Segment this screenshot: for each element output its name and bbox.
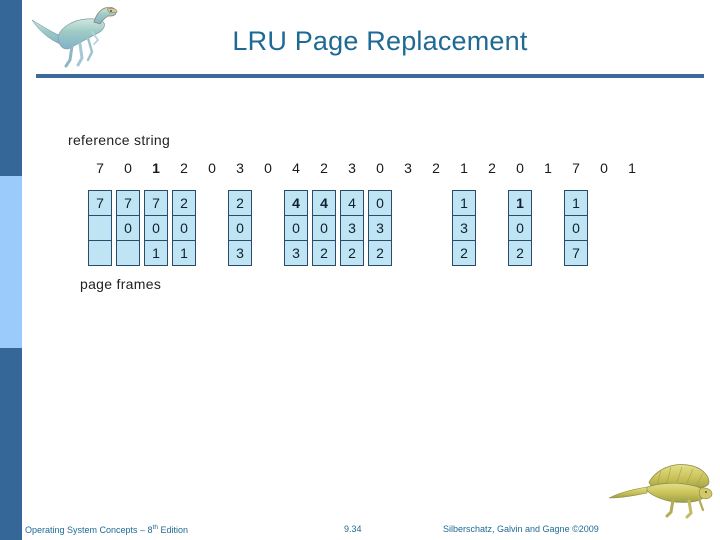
- reference-string-value-18: 0: [600, 160, 608, 176]
- reference-string-value-0: 7: [96, 160, 104, 176]
- page-title: LRU Page Replacement: [232, 26, 528, 56]
- slide-number: 9.34: [344, 524, 362, 534]
- page-frame-cell-1-0: 7: [116, 190, 140, 216]
- page-frame-cell-7-0: 4: [284, 190, 308, 216]
- reference-string-value-15: 0: [516, 160, 524, 176]
- footer-copyright: Silberschatz, Galvin and Gagne ©2009: [443, 524, 599, 534]
- page-frame-cell-2-1: 0: [144, 215, 168, 241]
- page-frame-cell-7-1: 0: [284, 215, 308, 241]
- reference-string-value-3: 2: [180, 160, 188, 176]
- page-frame-cell-8-2: 2: [312, 240, 336, 266]
- page-frame-cell-17-0: 1: [564, 190, 588, 216]
- reference-string-value-2: 1: [152, 160, 160, 176]
- reference-string-value-7: 4: [292, 160, 300, 176]
- reference-string-value-12: 2: [432, 160, 440, 176]
- footer-edition-pre: Operating System Concepts – 8: [25, 525, 153, 535]
- reference-string-label: reference string: [68, 132, 171, 148]
- reference-string-value-11: 3: [404, 160, 412, 176]
- dinosaur-icon: [28, 2, 120, 68]
- page-frame-cell-8-1: 0: [312, 215, 336, 241]
- reference-string-value-6: 0: [264, 160, 272, 176]
- reference-string-value-9: 3: [348, 160, 356, 176]
- dimetrodon-icon: [605, 458, 713, 520]
- page-frames-label: page frames: [80, 276, 162, 292]
- reference-string-value-19: 1: [628, 160, 636, 176]
- page-frame-column-0: 7: [88, 190, 112, 266]
- page-frame-cell-5-2: 3: [228, 240, 252, 266]
- page-frame-cell-15-2: 2: [508, 240, 532, 266]
- page-frame-cell-1-1: 0: [116, 215, 140, 241]
- page-frame-cell-0-0: 7: [88, 190, 112, 216]
- page-frame-cell-13-0: 1: [452, 190, 476, 216]
- page-frame-cell-3-2: 1: [172, 240, 196, 266]
- page-frame-cell-9-2: 2: [340, 240, 364, 266]
- footer-edition-text: Operating System Concepts – 8th Edition: [25, 524, 188, 535]
- page-frame-cell-13-1: 3: [452, 215, 476, 241]
- page-frame-cell-7-2: 3: [284, 240, 308, 266]
- page-frame-cell-9-0: 4: [340, 190, 364, 216]
- page-frame-cell-3-1: 0: [172, 215, 196, 241]
- page-frame-cell-10-1: 3: [368, 215, 392, 241]
- page-frame-cell-0-1: [88, 215, 112, 241]
- reference-string-value-5: 3: [236, 160, 244, 176]
- page-frame-cell-5-1: 0: [228, 215, 252, 241]
- page-frame-cell-13-2: 2: [452, 240, 476, 266]
- page-frame-cell-10-0: 0: [368, 190, 392, 216]
- page-frame-cell-17-2: 7: [564, 240, 588, 266]
- page-frame-cell-2-0: 7: [144, 190, 168, 216]
- page-frame-cell-8-0: 4: [312, 190, 336, 216]
- page-frame-cell-17-1: 0: [564, 215, 588, 241]
- reference-string-value-14: 2: [488, 160, 496, 176]
- page-frame-cell-1-2: [116, 240, 140, 266]
- page-frame-cell-15-1: 0: [508, 215, 532, 241]
- reference-string-value-17: 7: [572, 160, 580, 176]
- reference-string-value-4: 0: [208, 160, 216, 176]
- page-frame-cell-15-0: 1: [508, 190, 532, 216]
- reference-string-value-1: 0: [124, 160, 132, 176]
- reference-string-value-10: 0: [376, 160, 384, 176]
- footer-edition-post: Edition: [158, 525, 189, 535]
- page-frame-cell-3-0: 2: [172, 190, 196, 216]
- page-frame-cell-2-2: 1: [144, 240, 168, 266]
- title-underline-rule: [36, 74, 704, 78]
- reference-string-value-8: 2: [320, 160, 328, 176]
- page-frame-cell-5-0: 2: [228, 190, 252, 216]
- footer-edition-superscript: th: [152, 524, 158, 531]
- page-frame-cell-10-2: 2: [368, 240, 392, 266]
- sidebar-accent-bar-top: [0, 0, 22, 176]
- reference-string-value-13: 1: [460, 160, 468, 176]
- sidebar-accent-bar-bottom: [0, 348, 22, 540]
- page-frame-cell-0-2: [88, 240, 112, 266]
- reference-string-value-16: 1: [544, 160, 552, 176]
- page-frame-cell-9-1: 3: [340, 215, 364, 241]
- sidebar-accent-bar-middle: [0, 176, 22, 348]
